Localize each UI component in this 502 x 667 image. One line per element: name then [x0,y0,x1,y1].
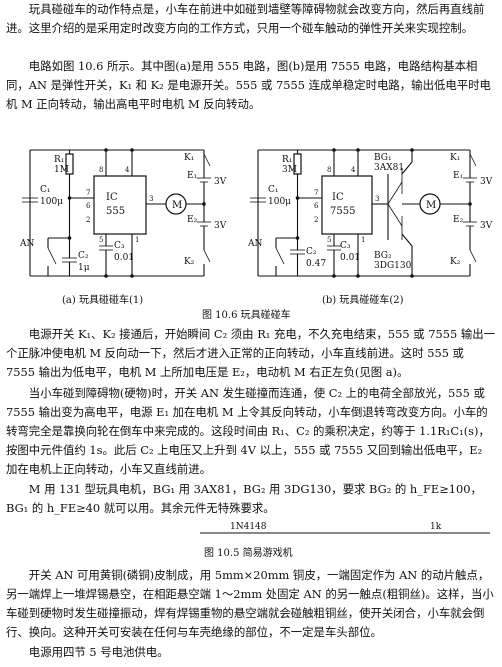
e1-label-b: E₁ [453,171,463,181]
an-label-b: AN [247,239,262,249]
paragraph-collision: 当小车碰到障碍物(硬物)时，开关 AN 发生碰撞而连通，使 C₂ 上的电荷全部放… [6,386,490,476]
pin-label-a: 8 [99,166,103,174]
paragraph-switch-construction: 开关 AN 可用黄铜(磷铜)皮制成，用 5mm×20mm 铜皮，一端固定作为 A… [6,568,494,639]
pin-label-a: 3 [149,195,153,203]
diode-label: 1N4148 [230,522,267,532]
paragraph-power-on: 电源开关 K₁、K₂ 接通后，开始瞬间 C₂ 须由 R₁ 充电，不久充电结束，5… [6,327,496,379]
c1-label-a: C₁ [40,185,51,195]
pin-label-a: 2 [86,216,90,224]
c1-label-b: C₁ [268,185,279,195]
e2-label-b: E₂ [453,215,464,225]
figure-10-6-caption: 图 10.6 玩具碰碰车 [202,310,291,321]
paragraph-intro: 玩具碰碰车的动作特点是，小车在前进中如碰到墙壁等障碍物就会改变方向，然后再直线前… [6,2,485,35]
r1-label-b: R₁ [282,155,292,165]
bg1-part-b: 3AX81 [374,163,404,173]
pin-label-a: 4 [125,166,130,174]
pin-label-b: 8 [327,166,331,174]
e2-value-b: 3V [480,221,493,231]
r1-label-a: R₁ [54,155,64,165]
k1-label-a: K₁ [184,153,194,163]
motor-label-b: M [426,200,436,211]
pin-label-b: 7 [314,189,318,197]
bg2-label-b: BG₂ [374,251,392,261]
pin-label-b: 6 [314,202,319,210]
bg2-part-b: 3DG130 [374,261,412,271]
pin-label-a: 6 [86,202,91,210]
e2-label-a: E₂ [187,215,198,225]
ic-label-b: IC [332,192,344,203]
e1-value-a: 3V [214,177,227,187]
e1-label-a: E₁ [187,171,197,181]
figure-10-5-strip: 1N4148 1k [200,522,490,534]
r1-value-b: 3M [282,165,297,175]
paragraph-circuit-description: 电路如图 10.6 所示。其中图(a)是用 555 电路，图(b)是用 7555… [6,59,491,111]
pin-label-b: 1 [361,236,365,244]
pin-label-b: 2 [314,216,318,224]
r1-value-a: 1M [54,165,69,175]
ic-part-a: 555 [106,206,125,217]
c3-label-a: C₃ [114,241,125,251]
pin-label-a: 1 [135,236,139,244]
c2-label-b: C₂ [306,247,317,257]
e2-value-a: 3V [214,221,227,231]
figure-10-5-caption: 图 10.5 简易游戏机 [204,548,293,559]
ic-label-a: IC [106,192,118,203]
motor-label-a: M [172,200,182,211]
c1-value-a: 100μ [40,197,63,207]
c3-value-b: 0.01 [340,253,360,263]
circuit-diagram-a: IC 555 8 4 3 7 6 2 5 1 R₁ 1M C₁ 100μ C₂ … [19,148,227,278]
resistor-label: 1k [430,522,442,532]
k1-label-b: K₁ [450,153,460,163]
k2-label-a: K₂ [184,257,195,267]
circuit-diagram-b: IC 7555 8 4 3 7 6 2 5 1 R₁ 3M C₁ 100μ C₂… [247,148,493,278]
c2-value-b: 0.47 [306,259,326,269]
pin-label-a: 5 [99,236,103,244]
pin-label-a: 7 [86,189,90,197]
e1-value-b: 3V [480,177,493,187]
pin-label-b: 4 [351,166,356,174]
pin-label-b: 5 [327,236,331,244]
c3-label-b: C₃ [340,241,351,251]
paragraph-components: M 用 131 型玩具电机，BG₁ 用 3AX81，BG₂ 用 3DG130，要… [6,482,482,515]
pin-label-b: 3 [375,195,379,203]
paragraph-power-supply: 电源用四节 5 号电池供电。 [28,645,169,659]
figure-a-caption: (a) 玩具碰碰车(1) [62,295,144,306]
figure-b-caption: (b) 玩具碰碰车(2) [322,295,404,306]
bg1-label-b: BG₁ [374,153,392,163]
an-label-a: AN [19,239,34,249]
k2-label-b: K₂ [450,257,461,267]
c3-value-a: 0.01 [114,253,134,263]
c2-value-a: 1μ [78,263,90,273]
c1-value-b: 100μ [268,197,291,207]
c2-label-a: C₂ [78,251,89,261]
ic-part-b: 7555 [330,206,355,217]
